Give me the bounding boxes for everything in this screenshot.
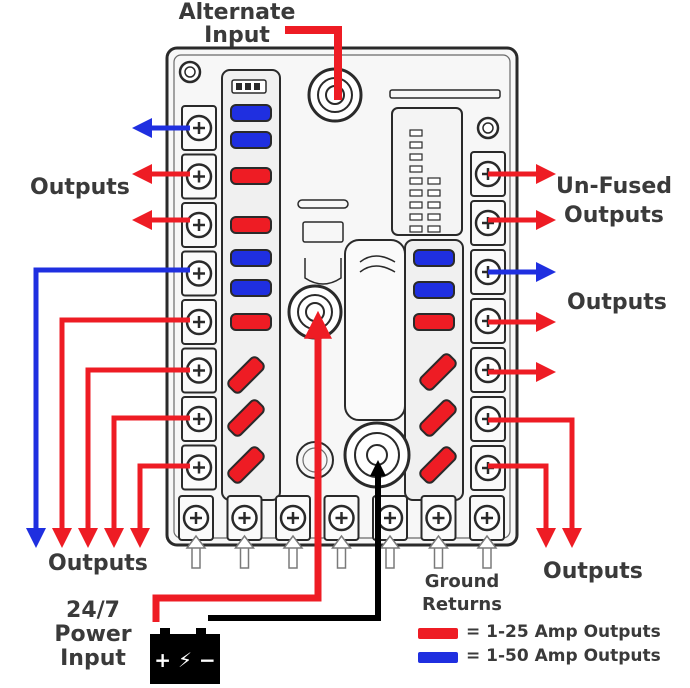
left-terminal-screw <box>181 347 217 394</box>
led-indicator <box>409 213 423 221</box>
led-indicator <box>427 225 441 233</box>
battery-symbol: + ⚡ − <box>154 648 215 672</box>
fuse <box>230 216 272 234</box>
right-fuses <box>413 249 457 484</box>
led-indicator <box>409 153 423 161</box>
mount-hole-top-left <box>178 60 202 84</box>
left-output-wire-4 <box>26 267 190 548</box>
fuse-diagonal <box>227 356 265 394</box>
legend-text-red: = 1-25 Amp Outputs <box>466 622 661 642</box>
fuse <box>230 131 272 149</box>
fuse-diagonal <box>419 353 457 391</box>
led-indicator <box>409 129 423 137</box>
fuse <box>230 249 272 267</box>
left-terminal-screw <box>181 396 217 442</box>
led-indicator <box>427 201 441 209</box>
left-output-wire-5 <box>52 317 190 548</box>
left-fuses <box>227 104 272 484</box>
unfused-outputs-label-line1: Un-Fused <box>556 174 673 199</box>
power-input-label-line3: Input <box>60 646 126 671</box>
fuse-diagonal <box>227 399 265 437</box>
left-output-wire-6 <box>78 367 190 548</box>
legend-swatch-red <box>418 628 458 639</box>
legend-text-blue: = 1-50 Amp Outputs <box>466 646 661 666</box>
right-output-terminals <box>470 151 506 491</box>
right-terminal-screw <box>470 200 506 246</box>
fuse <box>230 279 272 297</box>
led-status-panel <box>391 107 463 236</box>
ground-return-arrow <box>185 534 207 569</box>
ground-return-arrow <box>379 534 401 569</box>
ground-terminal-screw <box>323 495 360 541</box>
mount-hole-top-right <box>476 116 500 140</box>
fuse-diagonal <box>419 446 457 484</box>
left-terminal-screw <box>181 153 217 200</box>
left-output-wire-8 <box>130 463 190 548</box>
alternate-input-label-line1: Alternate <box>178 0 296 25</box>
fuse <box>230 313 272 331</box>
ground-terminal-screw <box>275 495 311 541</box>
ground-return-terminals <box>178 495 505 541</box>
alternate-input-label-line2: Input <box>204 23 270 48</box>
fuse <box>413 313 455 331</box>
led-indicator <box>427 213 441 221</box>
ground-return-arrow <box>428 534 449 569</box>
right-output-wires <box>488 164 582 548</box>
ground-return-arrows <box>185 534 498 569</box>
ground-return-arrow <box>476 534 498 569</box>
ground-return-arrow <box>331 534 352 569</box>
led-indicator <box>409 141 423 149</box>
ground-terminal-screw <box>178 495 214 541</box>
ground-terminal-screw <box>226 495 263 541</box>
left-terminal-screw <box>181 202 217 248</box>
led-indicator <box>409 225 423 233</box>
fuse-diagonal <box>419 399 457 437</box>
led-indicator <box>409 201 423 209</box>
fuse <box>413 281 455 299</box>
fuse <box>230 167 272 185</box>
right-output-wire-7 <box>488 463 556 548</box>
unfused-outputs-label-line2: Outputs <box>564 203 664 228</box>
left-terminal-screw <box>181 299 217 345</box>
outputs-label-right-mid: Outputs <box>567 290 667 315</box>
left-terminal-screw <box>181 444 217 491</box>
fuse-block-housing <box>165 46 519 547</box>
battery-icon: + ⚡ − <box>150 628 220 684</box>
ground-terminal-screw <box>420 495 457 541</box>
led-indicator <box>409 189 423 197</box>
led-indicator <box>427 189 441 197</box>
left-output-wire-7 <box>104 415 190 548</box>
ground-return-arrow <box>234 534 255 569</box>
fuse-diagonal <box>227 446 265 484</box>
outputs-label-right-bottom: Outputs <box>543 559 643 584</box>
left-output-terminals <box>181 105 217 491</box>
power-input-label-line1: 24/7 <box>66 598 120 623</box>
ground-terminal-screw <box>372 495 408 541</box>
outputs-label-left-top: Outputs <box>30 175 130 200</box>
ground-returns-label-line1: Ground <box>424 571 500 592</box>
power-input-wire <box>152 310 332 622</box>
ground-return-arrow <box>282 534 304 569</box>
led-indicators <box>409 129 441 233</box>
led-indicator <box>409 165 423 173</box>
led-indicator <box>409 177 423 185</box>
power-input-label-line2: Power <box>54 622 132 647</box>
right-output-wire-6 <box>488 417 582 548</box>
left-output-wires <box>26 118 190 548</box>
fuse <box>413 249 455 267</box>
outputs-label-left-bottom: Outputs <box>48 551 148 576</box>
led-indicator <box>427 177 441 185</box>
fuse <box>230 104 272 122</box>
ground-wire <box>208 468 381 621</box>
ground-returns-label-line2: Returns <box>422 594 502 615</box>
ground-terminal-screw <box>469 495 505 541</box>
left-terminal-screw <box>181 250 217 297</box>
alternate-input-wire <box>285 26 342 100</box>
legend-swatch-blue <box>418 652 458 663</box>
